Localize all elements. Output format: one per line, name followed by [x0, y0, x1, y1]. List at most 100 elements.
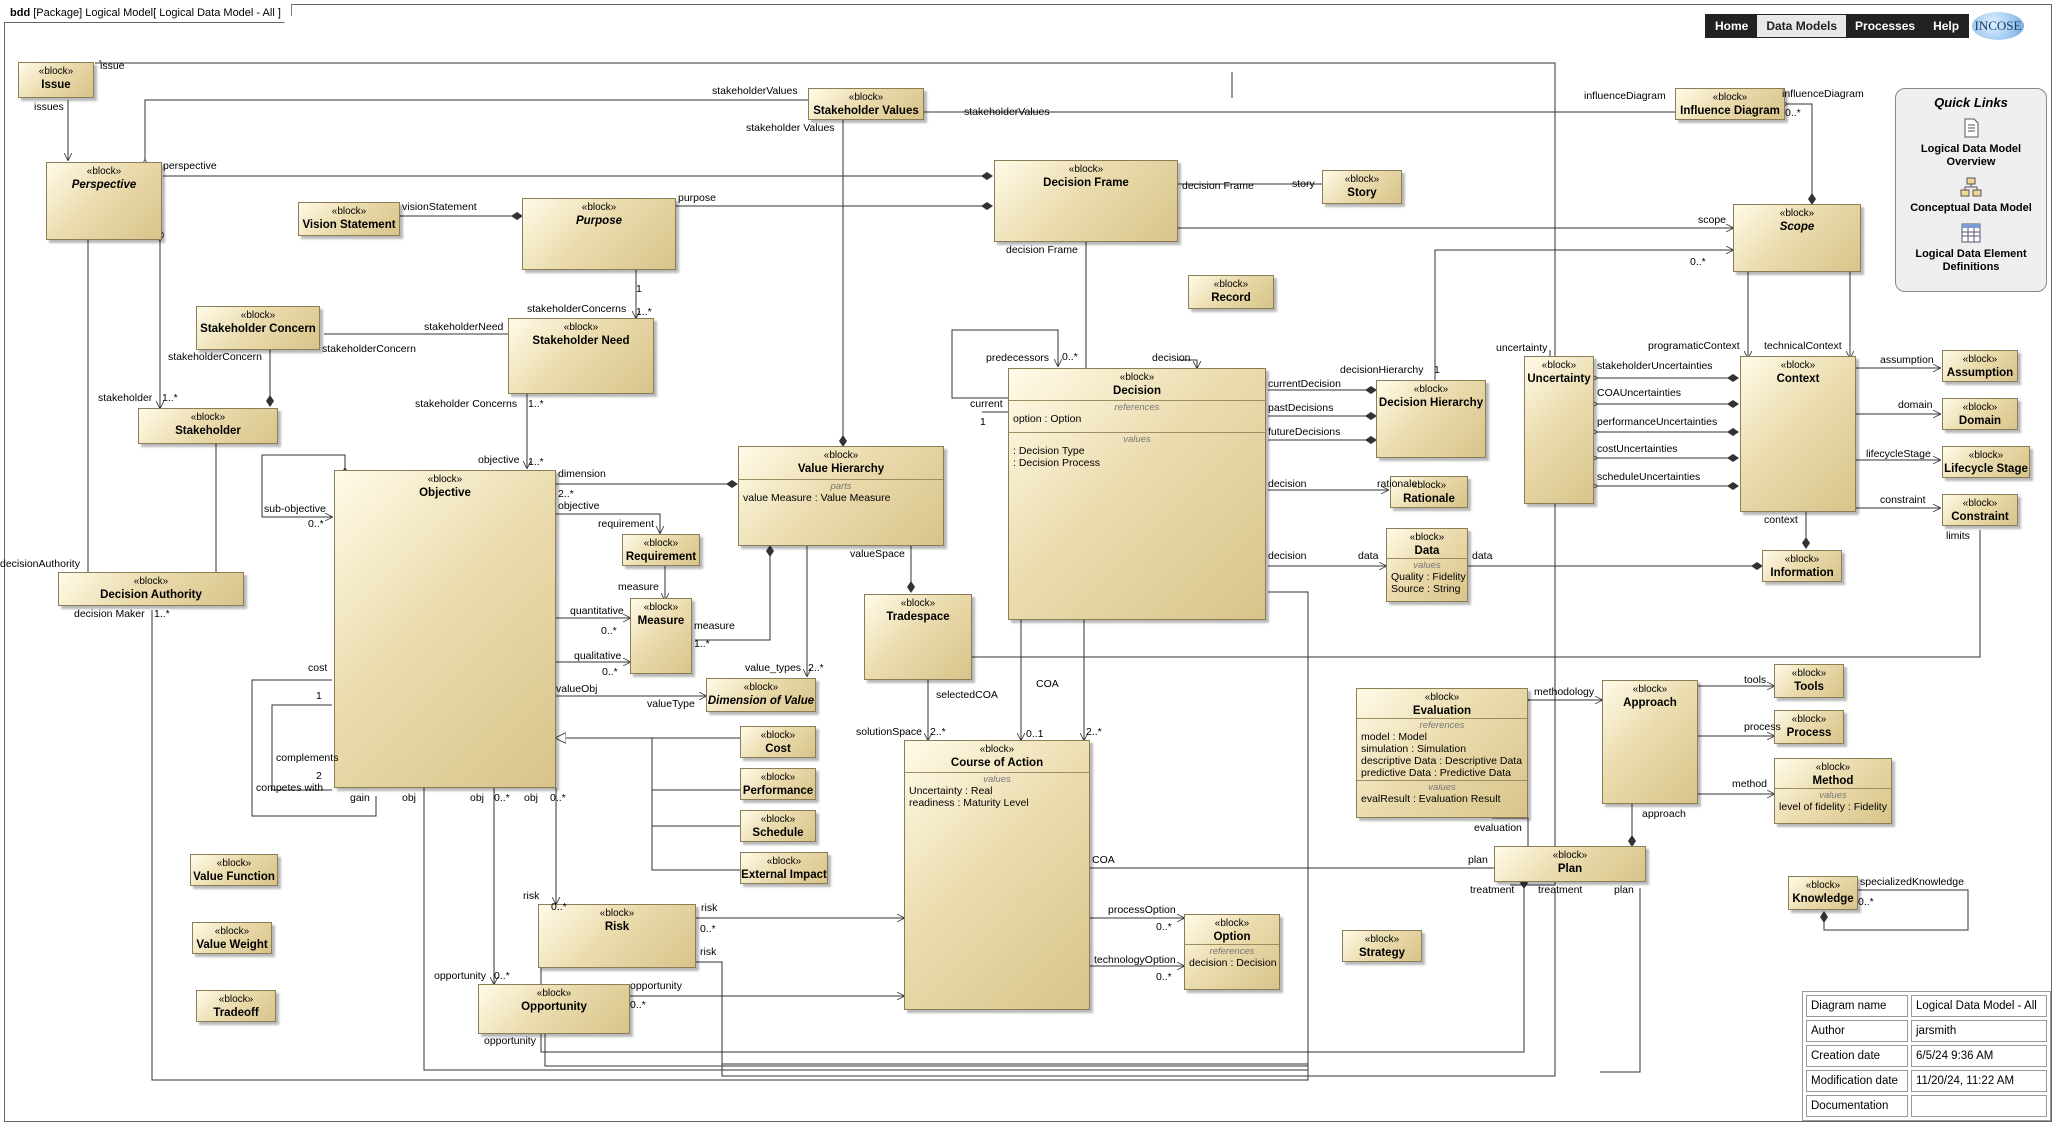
diagram-frame-tab: bdd [Package] Logical Model[ Logical Dat…	[4, 4, 292, 23]
connector-label: futureDecisions	[1268, 426, 1341, 438]
block-method[interactable]: «block» Method values level of fidelity …	[1774, 758, 1892, 824]
block-name: Lifecycle Stage	[1944, 463, 2028, 475]
block-requirement[interactable]: «block» Requirement	[622, 534, 700, 566]
block-measure[interactable]: «block» Measure	[630, 598, 692, 674]
block-perspective[interactable]: «block» Perspective	[46, 162, 162, 240]
block-cost[interactable]: «block» Cost	[740, 726, 816, 758]
block-external-impact[interactable]: «block» External Impact	[740, 852, 828, 884]
stereotype: «block»	[581, 202, 617, 213]
block-value-function[interactable]: «block» Value Function	[190, 854, 278, 886]
connector-label: assumption	[1880, 354, 1934, 366]
frame-kind: bdd	[10, 7, 31, 19]
stereotype: «block»	[1552, 850, 1588, 861]
property: : Decision Process	[1013, 457, 1100, 469]
compartment-header: references	[1209, 946, 1255, 957]
block-decision-hierarchy[interactable]: «block» Decision Hierarchy	[1376, 380, 1486, 458]
block-name: Decision Frame	[1043, 177, 1129, 189]
block-value-weight[interactable]: «block» Value Weight	[192, 922, 272, 954]
block-option[interactable]: «block» Option references decision : Dec…	[1184, 914, 1280, 990]
connector-label: qualitative	[574, 650, 622, 662]
block-decision[interactable]: «block» Decision references option : Opt…	[1008, 368, 1266, 620]
block-purpose[interactable]: «block» Purpose	[522, 198, 676, 270]
connector-label: approach	[1642, 808, 1686, 820]
connector-label: 0..*	[551, 901, 567, 913]
block-constraint[interactable]: «block» Constraint	[1942, 494, 2018, 526]
block-tradespace[interactable]: «block» Tradespace	[864, 594, 972, 680]
block-tools[interactable]: «block» Tools	[1774, 664, 1844, 698]
block-approach[interactable]: «block» Approach	[1602, 680, 1698, 804]
block-schedule[interactable]: «block» Schedule	[740, 810, 816, 842]
block-plan[interactable]: «block» Plan	[1494, 846, 1646, 882]
connector-label: tools	[1744, 674, 1767, 686]
incose-logo[interactable]: INCOSE	[1972, 12, 2024, 40]
block-uncertainty[interactable]: «block» Uncertainty	[1524, 356, 1594, 504]
block-value-hierarchy[interactable]: «block» Value Hierarchy parts value Meas…	[738, 446, 944, 546]
block-story[interactable]: «block» Story	[1322, 170, 1402, 204]
block-risk[interactable]: «block» Risk	[538, 904, 696, 968]
nav-help[interactable]: Help	[1924, 15, 1969, 37]
stereotype: «block»	[1791, 714, 1827, 725]
block-vision-statement[interactable]: «block» Vision Statement	[298, 202, 400, 236]
connector-label: stakeholderNeed	[424, 321, 504, 333]
connector-label: 0..*	[494, 792, 510, 804]
connector-label: dimension	[558, 468, 606, 480]
nav-data-models[interactable]: Data Models	[1757, 15, 1847, 37]
block-name: Decision Authority	[100, 589, 202, 601]
block-data[interactable]: «block» Data values Quality : Fidelity S…	[1386, 528, 1468, 602]
connector-label: stakeholderUncertainties	[1597, 360, 1713, 372]
block-process[interactable]: «block» Process	[1774, 710, 1844, 744]
connector-label: COA	[1092, 854, 1115, 866]
block-context[interactable]: «block» Context	[1740, 356, 1856, 512]
info-value	[1911, 1095, 2047, 1117]
quick-link-overview[interactable]: Logical Data Model Overview	[1896, 118, 2046, 169]
block-tradeoff[interactable]: «block» Tradeoff	[196, 990, 276, 1022]
block-record[interactable]: «block» Record	[1188, 275, 1274, 309]
property: decision : Decision	[1189, 957, 1277, 969]
block-information[interactable]: «block» Information	[1762, 550, 1842, 582]
block-evaluation[interactable]: «block» Evaluation references model : Mo…	[1356, 688, 1528, 818]
quick-links-panel: Quick Links Logical Data Model Overview …	[1895, 88, 2047, 292]
info-row: Documentation	[1806, 1095, 2047, 1117]
block-domain[interactable]: «block» Domain	[1942, 398, 2018, 430]
connector-label: decision	[1268, 478, 1307, 490]
block-name: Issue	[41, 79, 71, 91]
nav-home[interactable]: Home	[1706, 15, 1758, 37]
frame-title: [Package] Logical Model[ Logical Data Mo…	[33, 7, 281, 19]
block-influence-diagram[interactable]: «block» Influence Diagram	[1675, 88, 1785, 120]
block-performance[interactable]: «block» Performance	[740, 768, 816, 800]
block-stakeholder[interactable]: «block» Stakeholder	[138, 408, 278, 444]
connector-label: stakeholderConcerns	[527, 303, 627, 315]
block-name: Uncertainty	[1527, 373, 1591, 385]
block-dimension-of-value[interactable]: «block» Dimension of Value	[706, 678, 816, 712]
block-stakeholder-values[interactable]: «block» Stakeholder Values	[808, 88, 924, 120]
block-course-of-action[interactable]: «block» Course of Action values Uncertai…	[904, 740, 1090, 1010]
block-name: Story	[1347, 187, 1377, 199]
block-opportunity[interactable]: «block» Opportunity	[478, 984, 630, 1034]
connector-label: measure	[694, 620, 735, 632]
block-decision-frame[interactable]: «block» Decision Frame	[994, 160, 1178, 242]
block-stakeholder-need[interactable]: «block» Stakeholder Need	[508, 318, 654, 394]
connector-label: lifecycleStage	[1866, 448, 1931, 460]
block-name: External Impact	[741, 869, 827, 881]
stereotype: «block»	[133, 576, 169, 587]
connector-label: 0..*	[1690, 256, 1706, 268]
connector-label: stakeholderConcern	[168, 351, 262, 363]
block-decision-authority[interactable]: «block» Decision Authority	[58, 572, 244, 606]
block-strategy[interactable]: «block» Strategy	[1342, 930, 1422, 962]
block-stakeholder-concern[interactable]: «block» Stakeholder Concern	[196, 306, 320, 350]
connector-label: 1..*	[528, 456, 544, 468]
quick-link-conceptual[interactable]: Conceptual Data Model	[1896, 177, 2046, 215]
block-name: Stakeholder Concern	[200, 323, 316, 335]
block-rationale[interactable]: «block» Rationale	[1390, 476, 1468, 508]
block-name: Vision Statement	[302, 219, 396, 231]
block-objective[interactable]: «block» Objective	[334, 470, 556, 788]
block-knowledge[interactable]: «block» Knowledge	[1788, 876, 1858, 910]
quick-link-definitions[interactable]: Logical Data Element Definitions	[1896, 223, 2046, 274]
property: model : Model	[1361, 731, 1427, 743]
block-scope[interactable]: «block» Scope	[1733, 204, 1861, 272]
block-issue[interactable]: «block» Issue	[18, 62, 94, 98]
nav-processes[interactable]: Processes	[1846, 15, 1925, 37]
block-assumption[interactable]: «block» Assumption	[1942, 350, 2018, 382]
block-lifecycle-stage[interactable]: «block» Lifecycle Stage	[1942, 446, 2030, 478]
